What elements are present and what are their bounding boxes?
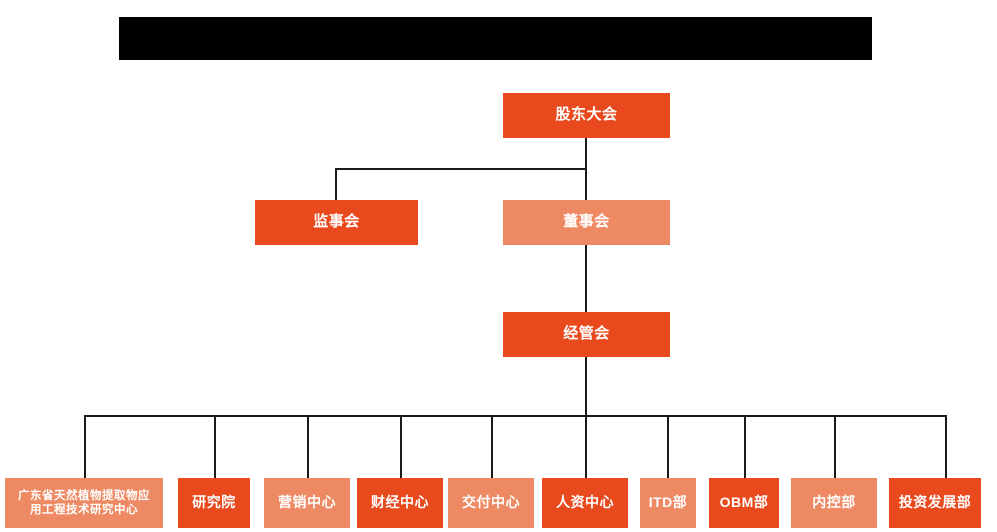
node-internal-control-dept[interactable]: 内控部 [791,478,877,528]
node-itd-dept-label: ITD部 [648,494,688,511]
node-supervisory-board[interactable]: 监事会 [255,200,418,245]
node-investment-dev-dept[interactable]: 投资发展部 [889,478,981,528]
node-management-committee[interactable]: 经管会 [503,312,670,357]
connector-drop-investment-dev-dept [945,415,947,478]
node-hr-center-label: 人资中心 [556,494,614,511]
node-guangdong-research-center-line1: 广东省天然植物提取物应 [18,489,150,502]
node-guangdong-research-center-line2: 用工程技术研究中心 [30,504,138,516]
node-finance-center[interactable]: 财经中心 [357,478,443,528]
connector-to-board [585,168,587,200]
node-shareholders-meeting[interactable]: 股东大会 [503,93,670,138]
connector-drop-gd-center [84,415,86,478]
connector-drop-hr-center [585,415,587,478]
node-delivery-center[interactable]: 交付中心 [448,478,534,528]
connector-drop-research-institute [214,415,216,478]
node-board-of-directors[interactable]: 董事会 [503,200,670,245]
connector-drop-finance-center [400,415,402,478]
connector-management-stem [585,357,587,416]
node-management-committee-label: 经管会 [563,325,610,343]
node-shareholders-meeting-label: 股东大会 [555,106,618,124]
node-obm-dept[interactable]: OBM部 [709,478,779,528]
node-guangdong-research-center[interactable]: 广东省天然植物提取物应 用工程技术研究中心 [5,478,163,528]
connector-drop-obm-dept [744,415,746,478]
node-research-institute-label: 研究院 [192,494,236,511]
node-itd-dept[interactable]: ITD部 [640,478,696,528]
node-supervisory-board-label: 监事会 [313,213,360,231]
node-finance-center-label: 财经中心 [371,494,429,511]
connector-shareholders-stem [585,138,587,169]
connector-drop-marketing-center [307,415,309,478]
node-board-of-directors-label: 董事会 [563,213,610,231]
title-banner-text [119,17,872,60]
node-internal-control-dept-label: 内控部 [812,494,856,511]
node-obm-dept-label: OBM部 [719,494,769,511]
connector-level1-bus [335,168,587,170]
connector-board-to-management [585,245,587,312]
connector-drop-delivery-center [491,415,493,478]
connector-to-supervisory [335,168,337,200]
node-marketing-center[interactable]: 营销中心 [264,478,350,528]
connector-drop-internal-control-dept [834,415,836,478]
node-delivery-center-label: 交付中心 [462,494,520,511]
node-investment-dev-dept-label: 投资发展部 [898,494,972,511]
connector-bottom-bus [84,415,946,417]
connector-drop-itd-dept [667,415,669,478]
node-guangdong-research-center-label: 广东省天然植物提取物应 用工程技术研究中心 [14,489,154,518]
redacted-title-banner [119,17,872,60]
node-marketing-center-label: 营销中心 [278,494,336,511]
node-hr-center[interactable]: 人资中心 [542,478,628,528]
node-research-institute[interactable]: 研究院 [178,478,250,528]
